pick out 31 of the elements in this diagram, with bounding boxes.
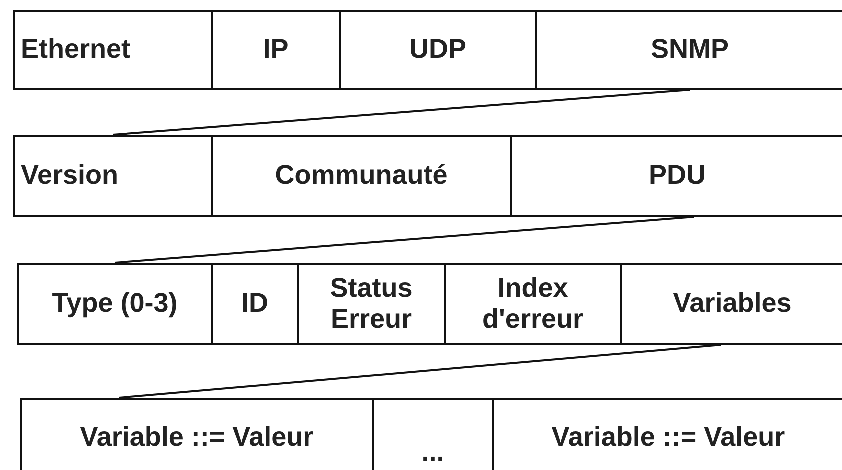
expansion-line [112, 89, 690, 136]
field-cell [211, 135, 512, 217]
field-label: Variable ::= Valeur [80, 422, 314, 454]
field-cell [444, 263, 622, 345]
field-cell [510, 135, 842, 217]
expansion-line [119, 344, 722, 399]
expansion-line [114, 216, 694, 264]
field-label: ... [422, 436, 444, 468]
field-label: Version [21, 160, 119, 192]
field-cell [20, 398, 374, 470]
field-label: Variables [673, 288, 792, 320]
field-cell [211, 10, 341, 90]
field-label: Ethernet [21, 34, 131, 66]
field-label: SNMP [650, 34, 729, 66]
field-cell [13, 10, 213, 90]
field-cell [620, 263, 842, 345]
field-label: Status Erreur [329, 272, 414, 336]
field-label: PDU [648, 160, 706, 192]
field-label: UDP [409, 34, 466, 66]
field-label: Communauté [275, 160, 448, 192]
field-cell [297, 263, 446, 345]
field-label: Variable ::= Valeur [552, 422, 786, 454]
field-cell [13, 135, 213, 217]
field-label: IP [263, 34, 289, 66]
field-cell [535, 10, 842, 90]
field-cell [211, 263, 299, 345]
field-label: Index d'erreur [482, 272, 584, 336]
field-label: ID [242, 288, 268, 320]
field-cell [17, 263, 213, 345]
field-label: Type (0-3) [52, 288, 178, 320]
field-cell [339, 10, 537, 90]
